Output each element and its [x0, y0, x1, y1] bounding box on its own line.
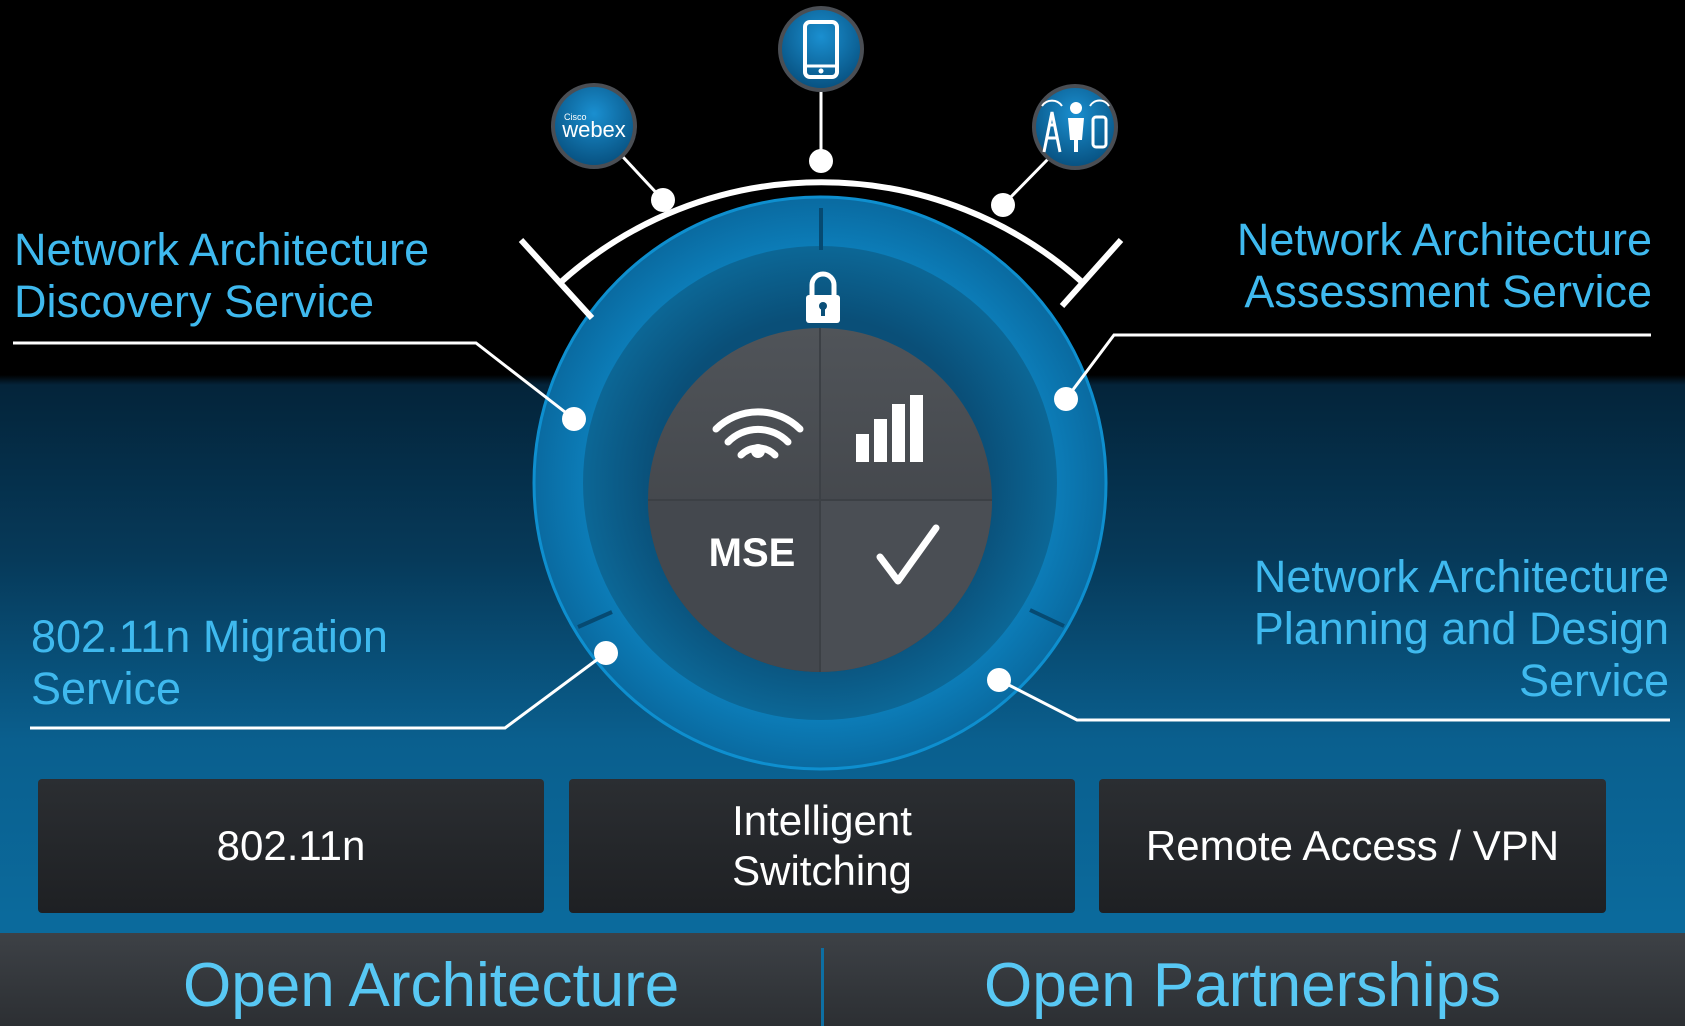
ring-divider-left	[577, 610, 613, 629]
feature-box-line: Remote Access / VPN	[1145, 822, 1560, 869]
label-line: 802.11n Migration	[31, 611, 388, 662]
arc-node-phone	[809, 149, 833, 173]
wireless-tower-icon	[1032, 84, 1118, 170]
webex-label: webex	[561, 117, 626, 142]
ring-divider-right	[1029, 608, 1065, 628]
open-partnerships-label: Open Partnerships	[984, 951, 1501, 1020]
feature-box-80211n: 802.11n	[38, 779, 544, 913]
label-line: Service	[31, 663, 182, 714]
label-line: Assessment Service	[1244, 266, 1652, 317]
hub-center-label: MSE	[709, 531, 796, 575]
lock-icon	[806, 271, 840, 323]
feature-box-remote-access-vpn: Remote Access / VPN	[1099, 779, 1606, 913]
wifi-icon	[712, 408, 804, 459]
arc-node-tower	[991, 193, 1015, 217]
label-line: Network Architecture	[1236, 214, 1652, 265]
feature-box-line: Switching	[732, 847, 912, 894]
arc-cap-left	[518, 237, 595, 321]
callout-assessment	[1064, 333, 1651, 400]
feature-box-line: Intelligent	[732, 797, 912, 844]
bottom-band-divider	[821, 948, 824, 1026]
mobile-phone-icon	[778, 6, 864, 92]
open-architecture-label: Open Architecture	[183, 951, 680, 1020]
label-assessment-service: Network Architecture Assessment Service	[1237, 214, 1652, 318]
feature-box-line: 802.11n	[216, 822, 366, 869]
label-migration-service: 802.11n Migration Service	[31, 611, 388, 715]
ring-node-discovery	[562, 407, 586, 431]
arc-cap-right	[1059, 238, 1124, 308]
checkmark-icon	[876, 524, 940, 585]
bottom-band	[0, 933, 1685, 1026]
label-discovery-service: Network Architecture Discovery Service	[14, 224, 429, 328]
signal-bars-icon	[856, 395, 923, 462]
outer-ring-edge	[532, 195, 1108, 771]
webex-icon: Cisco webex	[551, 83, 637, 169]
ring-node-planning	[987, 668, 1011, 692]
hub-quadrant-bottom-left	[648, 500, 820, 672]
label-line: Planning and Design	[1253, 603, 1669, 654]
callout-planning	[998, 678, 1670, 722]
ring-node-migration	[594, 641, 618, 665]
callout-migration	[30, 651, 607, 730]
label-line: Discovery Service	[14, 276, 375, 327]
arc-node-webex	[651, 188, 675, 212]
label-line: Network Architecture	[14, 224, 430, 275]
label-planning-design-service: Network Architecture Planning and Design…	[1254, 551, 1669, 707]
ring-node-assessment	[1054, 387, 1078, 411]
callout-discovery	[13, 341, 575, 421]
label-line: Service	[1518, 655, 1669, 706]
top-arc	[558, 179, 1085, 285]
webex-brand: Cisco	[564, 112, 587, 122]
feature-box-intelligent-switching: Intelligent Switching	[569, 779, 1075, 913]
hub-quadrant-bottom-right	[820, 500, 992, 672]
label-line: Network Architecture	[1253, 551, 1669, 602]
